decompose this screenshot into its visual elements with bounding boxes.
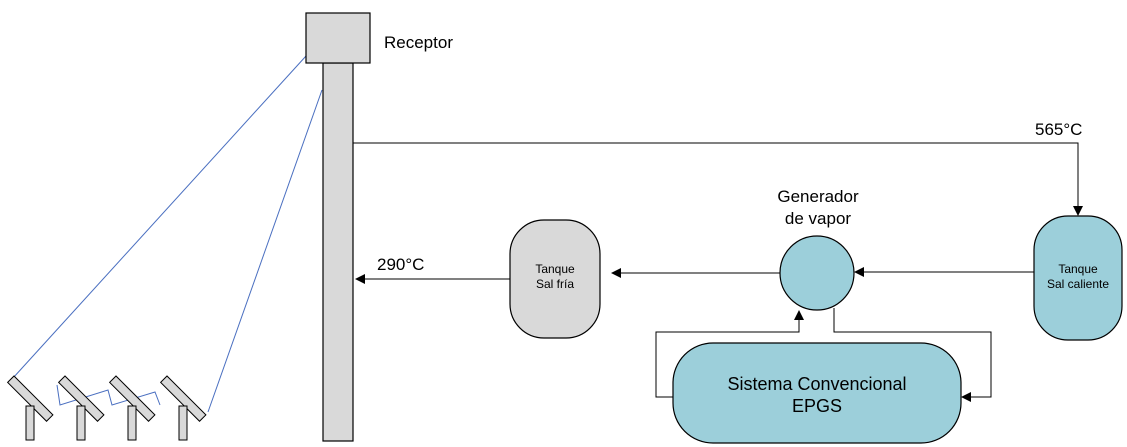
generator-to-epgs-line bbox=[833, 308, 992, 402]
solar-ray bbox=[56, 384, 161, 406]
hot-temperature-label: 565°C bbox=[1035, 120, 1083, 139]
cold-tank-label: Tanque Sal fría bbox=[510, 262, 600, 292]
generator-label-line1: Generador bbox=[777, 187, 859, 206]
hot-tank-label: Tanque Sal caliente bbox=[1030, 262, 1126, 292]
generator-label-line2: de vapor bbox=[784, 209, 852, 228]
hot-tank-label-line2: Sal caliente bbox=[1046, 277, 1110, 291]
epgs-system-label: Sistema Convencional EPGS bbox=[673, 373, 961, 417]
heliostat bbox=[6, 375, 54, 441]
tower bbox=[322, 62, 354, 442]
epgs-to-generator-line bbox=[655, 310, 804, 398]
epgs-system-label-line2: EPGS bbox=[791, 396, 843, 416]
heliostat bbox=[57, 375, 105, 441]
hot-tank bbox=[1033, 215, 1123, 341]
steam-generator bbox=[779, 235, 855, 311]
solar-ray bbox=[207, 89, 323, 413]
receptor-box bbox=[305, 12, 371, 64]
hot-salt-line bbox=[353, 142, 1083, 216]
generator-label: Generador de vapor bbox=[760, 186, 876, 230]
cold-tank-label-line1: Tanque bbox=[535, 262, 575, 276]
epgs-system-label-line1: Sistema Convencional bbox=[727, 374, 907, 394]
cold-temperature-label: 290°C bbox=[377, 255, 425, 274]
hot-tank-label-line1: Tanque bbox=[1058, 262, 1098, 276]
cold-tank-label-line2: Sal fría bbox=[535, 277, 574, 291]
receptor-label: Receptor bbox=[384, 33, 453, 52]
heliostat bbox=[159, 375, 207, 441]
heliostat bbox=[108, 375, 156, 441]
epgs-system-box bbox=[672, 342, 962, 444]
solar-ray bbox=[12, 55, 307, 379]
